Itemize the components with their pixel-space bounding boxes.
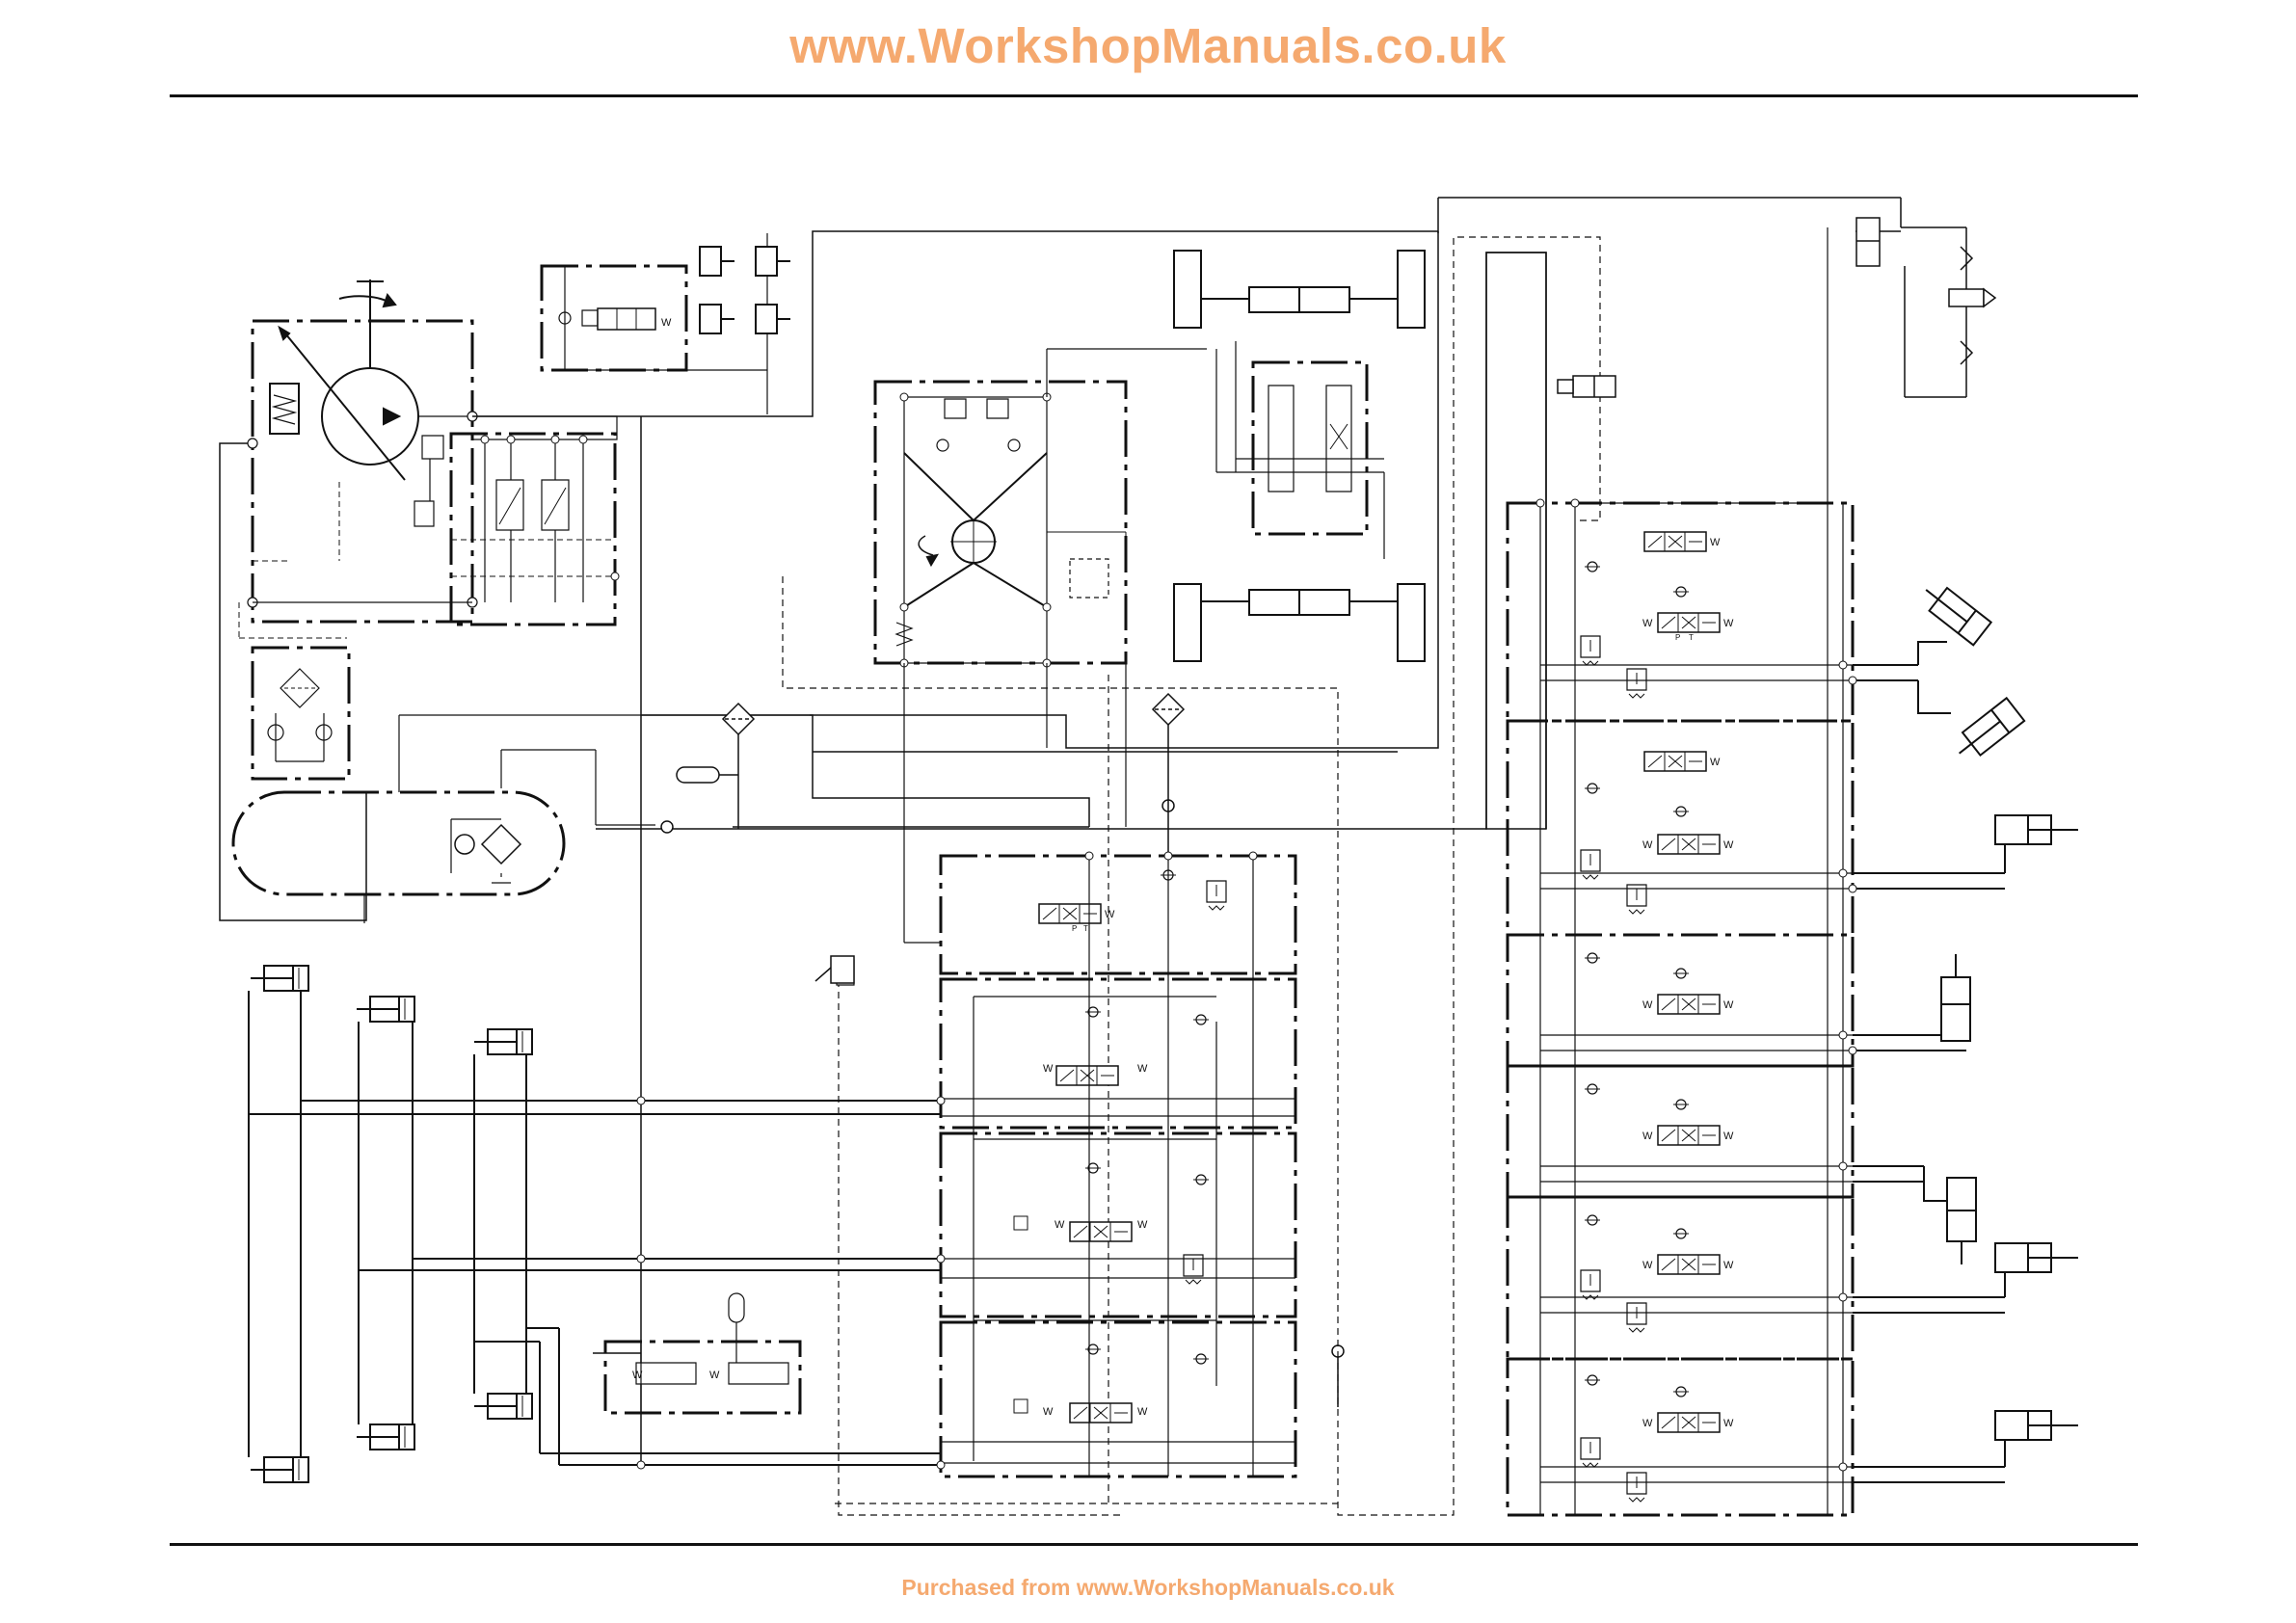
footer-rule [170, 1543, 2138, 1546]
spring-label: W [632, 1370, 643, 1381]
solenoid-middle-right [1558, 376, 1615, 397]
axle-steering-rear [1174, 584, 1425, 661]
top-right-accessory [1856, 218, 1995, 397]
spring-label: W [1642, 999, 1653, 1011]
spring-label: W [1137, 1219, 1148, 1231]
main-supply-lines [472, 198, 1966, 1465]
centre-filters [661, 694, 1344, 1407]
valve-port-labels: P T P T [1072, 633, 1694, 933]
spring-label: W [709, 1370, 720, 1381]
spring-label: W [1642, 839, 1653, 851]
port-label-p: P [1675, 633, 1680, 642]
filter-block [253, 648, 349, 779]
port-label-p: P [1072, 924, 1077, 933]
spring-label: W [1710, 757, 1721, 768]
spring-label: W [1642, 1131, 1653, 1142]
junction-dots [637, 499, 1856, 1471]
spring-label: W [1043, 1063, 1054, 1075]
port-label-t: T [1689, 633, 1694, 642]
left-cylinders [249, 966, 941, 1482]
spring-label: W [1055, 1219, 1065, 1231]
footer-purchase-link[interactable]: Purchased from www.WorkshopManuals.co.uk [0, 1575, 2296, 1601]
spring-label: W [1723, 839, 1734, 851]
spring-label: W [1723, 618, 1734, 629]
spring-label: W [1723, 1131, 1734, 1142]
right-valve-bank [1508, 227, 2005, 1515]
right-vertical-pipe [1486, 253, 1546, 829]
spring-label: W [1723, 1260, 1734, 1271]
steering-motor-block [875, 349, 1207, 943]
center-valve-stack [837, 856, 1295, 1477]
spring-label: W [1137, 1063, 1148, 1075]
steer-mode-valve [1216, 341, 1384, 559]
port-label-t: T [1083, 924, 1088, 933]
right-actuators [1917, 578, 2078, 1467]
spring-label: W [1105, 909, 1115, 920]
spring-label: W [1137, 1406, 1148, 1418]
spring-label: W [1642, 1260, 1653, 1271]
spring-label: W [1723, 1418, 1734, 1429]
spring-label: W [1642, 618, 1653, 629]
spring-label: W [1710, 537, 1721, 548]
pilot-cylinders [700, 247, 790, 333]
hydraulic-tank [233, 715, 810, 923]
spring-label: W [1642, 1418, 1653, 1429]
pressure-switch [815, 956, 854, 983]
axle-steering-front [1174, 251, 1425, 328]
spring-label: W [661, 317, 672, 329]
spring-label: W [1723, 999, 1734, 1011]
pump-assembly [220, 279, 619, 920]
spring-label: W [1043, 1406, 1054, 1418]
